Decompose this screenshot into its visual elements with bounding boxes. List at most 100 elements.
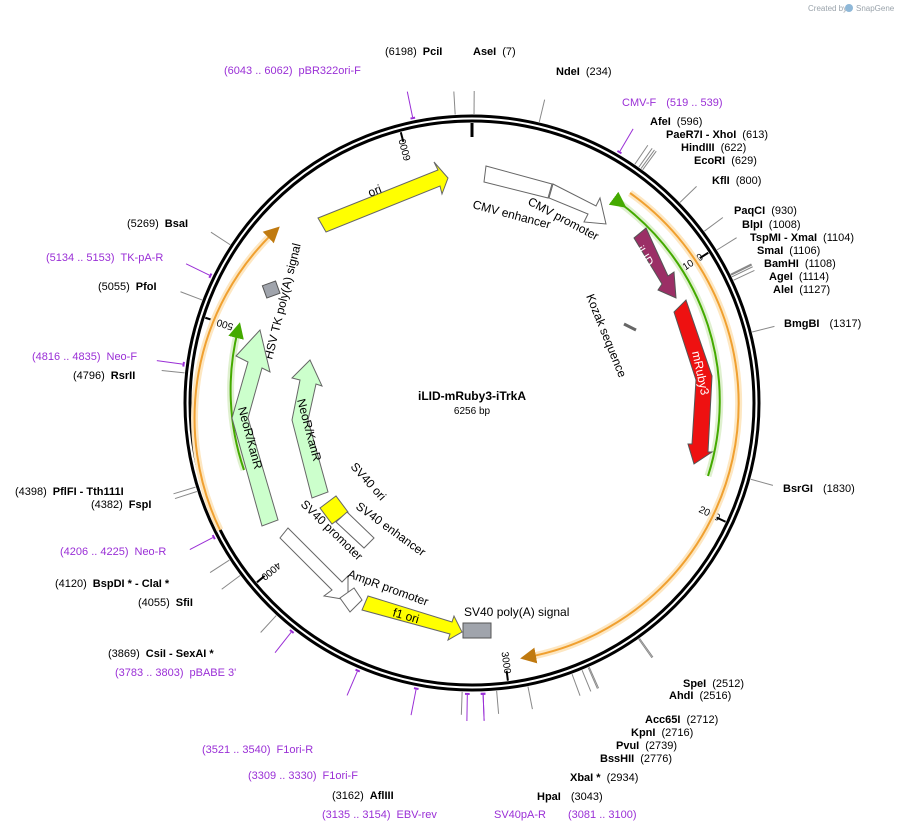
site-leader — [453, 91, 456, 115]
primer-leader — [410, 689, 417, 716]
site-label: SmaI(1106) — [757, 245, 820, 257]
primer-leader — [619, 128, 634, 152]
site-leader — [640, 149, 655, 169]
primer-label: (3081 .. 3100) — [568, 809, 637, 821]
primer-mark — [616, 150, 622, 155]
primer-marks — [156, 91, 634, 721]
site-label: TspMI - XmaI(1104) — [750, 232, 854, 244]
site-leader — [571, 673, 581, 696]
site-label: AseI(7) — [473, 46, 516, 58]
primer-label: (4816 .. 4835)Neo-F — [32, 351, 137, 363]
site-leader — [730, 263, 752, 275]
site-leader-lines — [161, 91, 775, 715]
primer-label: (6043 .. 6062)pBR322ori-F — [224, 65, 361, 77]
site-label: HpaI(3043) — [537, 791, 603, 803]
feature-sv40-polya — [462, 622, 492, 639]
backbone-outer-ring — [183, 114, 761, 692]
primer-label: CMV-F(519 .. 539) — [622, 97, 723, 109]
feature-hsv-tk-polya — [261, 280, 281, 299]
site-leader — [538, 99, 546, 123]
site-leader — [174, 491, 198, 500]
site-leader — [730, 264, 753, 276]
site-labels: (6198)PciI AseI(7) NdeI(234) AfeI(596) P… — [15, 46, 861, 803]
feature-sv40-polya-label: SV40 poly(A) signal — [464, 605, 569, 619]
plasmid-length: 6256 bp — [454, 406, 491, 417]
site-leader — [731, 266, 753, 278]
feature-f1-ori-label: f1 ori — [391, 605, 421, 626]
feature-kozak-label: Kozak sequence — [583, 292, 629, 380]
site-label: (3869)CsiI - SexAI * — [108, 648, 214, 660]
site-label: (4055)SfiI — [138, 597, 193, 609]
site-label: SpeI(2512) — [683, 678, 744, 690]
site-leader — [642, 150, 657, 171]
plasmid-name: iLID-mRuby3-iTrkA — [418, 389, 526, 403]
primer-label: (3521 .. 3540)F1ori-R — [202, 744, 313, 756]
feature-sv40-enhancer — [335, 511, 375, 549]
site-leader — [638, 638, 653, 659]
site-label: EcoRI(629) — [694, 155, 757, 167]
primer-mark — [182, 361, 185, 367]
site-leader — [704, 217, 724, 232]
feature-cmv-promoter — [548, 183, 607, 225]
primer-leader — [482, 694, 485, 721]
tick-mark — [505, 670, 509, 681]
primer-mark — [413, 687, 419, 691]
site-leader — [209, 559, 230, 573]
feature-sv40-promoter — [279, 527, 349, 601]
site-leader — [527, 686, 533, 710]
tick-label: 3000 — [499, 651, 513, 675]
tick-mark — [699, 251, 709, 259]
site-leader — [210, 231, 231, 246]
site-label: Acc65I(2712) — [645, 714, 718, 726]
primer-leader — [274, 631, 292, 653]
primer-leader — [346, 671, 358, 696]
feature-cmv-enhancer — [483, 165, 553, 199]
feature-kozak — [623, 322, 637, 332]
site-leader — [750, 478, 774, 486]
site-label: (4382)FspI — [91, 499, 151, 511]
feature-sv40-ori-label: SV40 ori — [348, 460, 389, 504]
primer-mark — [208, 273, 213, 279]
primer-label: (3135 .. 3154)EBV-rev — [322, 809, 437, 821]
primer-label: (5134 .. 5153)TK-pA-R — [46, 252, 163, 264]
mruby-translation-arc — [520, 192, 740, 664]
site-label: XbaI *(2934) — [570, 772, 638, 784]
site-label: AleI(1127) — [773, 284, 830, 296]
site-label: AfeI(596) — [650, 116, 702, 128]
feature-mruby3-label: mRuby3 — [689, 350, 712, 397]
site-label: BlpI(1008) — [742, 219, 801, 231]
site-leader — [679, 186, 697, 203]
site-leader — [634, 144, 649, 165]
primer-label: (3783 .. 3803)pBABE 3' — [115, 667, 236, 679]
site-leader — [588, 666, 600, 689]
site-label: (4796)RsrII — [73, 370, 135, 382]
primer-leader — [156, 360, 183, 365]
neo-translation-arc — [193, 226, 280, 531]
primer-label: (3309 .. 3330)F1ori-F — [248, 770, 358, 782]
backbone-inner-ring — [188, 119, 756, 687]
site-leader — [730, 264, 752, 276]
tick-mark — [716, 516, 727, 523]
site-leader — [161, 369, 185, 374]
primer-leader — [189, 537, 214, 551]
site-label: BsrGI(1830) — [783, 483, 855, 495]
site-leader — [639, 638, 654, 658]
site-label: BamHI(1108) — [764, 258, 836, 270]
feature-ori-label: ori — [366, 182, 384, 200]
feature-hsv-tk-polya-label: HSV TK poly(A) signal — [261, 242, 303, 361]
credit-text: Created by — [808, 4, 847, 13]
tick-label: 6000 — [397, 137, 413, 162]
site-leader — [260, 615, 277, 633]
translation-arcs — [191, 190, 743, 664]
site-label: KpnI(2716) — [631, 727, 693, 739]
site-leader — [587, 667, 598, 689]
site-label: NdeI(234) — [556, 66, 612, 78]
primer-label: SV40pA-R — [494, 809, 546, 821]
credit-brand: SnapGene — [856, 4, 895, 13]
site-label: AhdI(2516) — [669, 690, 731, 702]
site-label: BssHII(2776) — [600, 753, 672, 765]
primer-leader — [185, 263, 210, 276]
site-leader — [638, 147, 653, 168]
feature-neor-kanr-inner — [291, 359, 329, 499]
